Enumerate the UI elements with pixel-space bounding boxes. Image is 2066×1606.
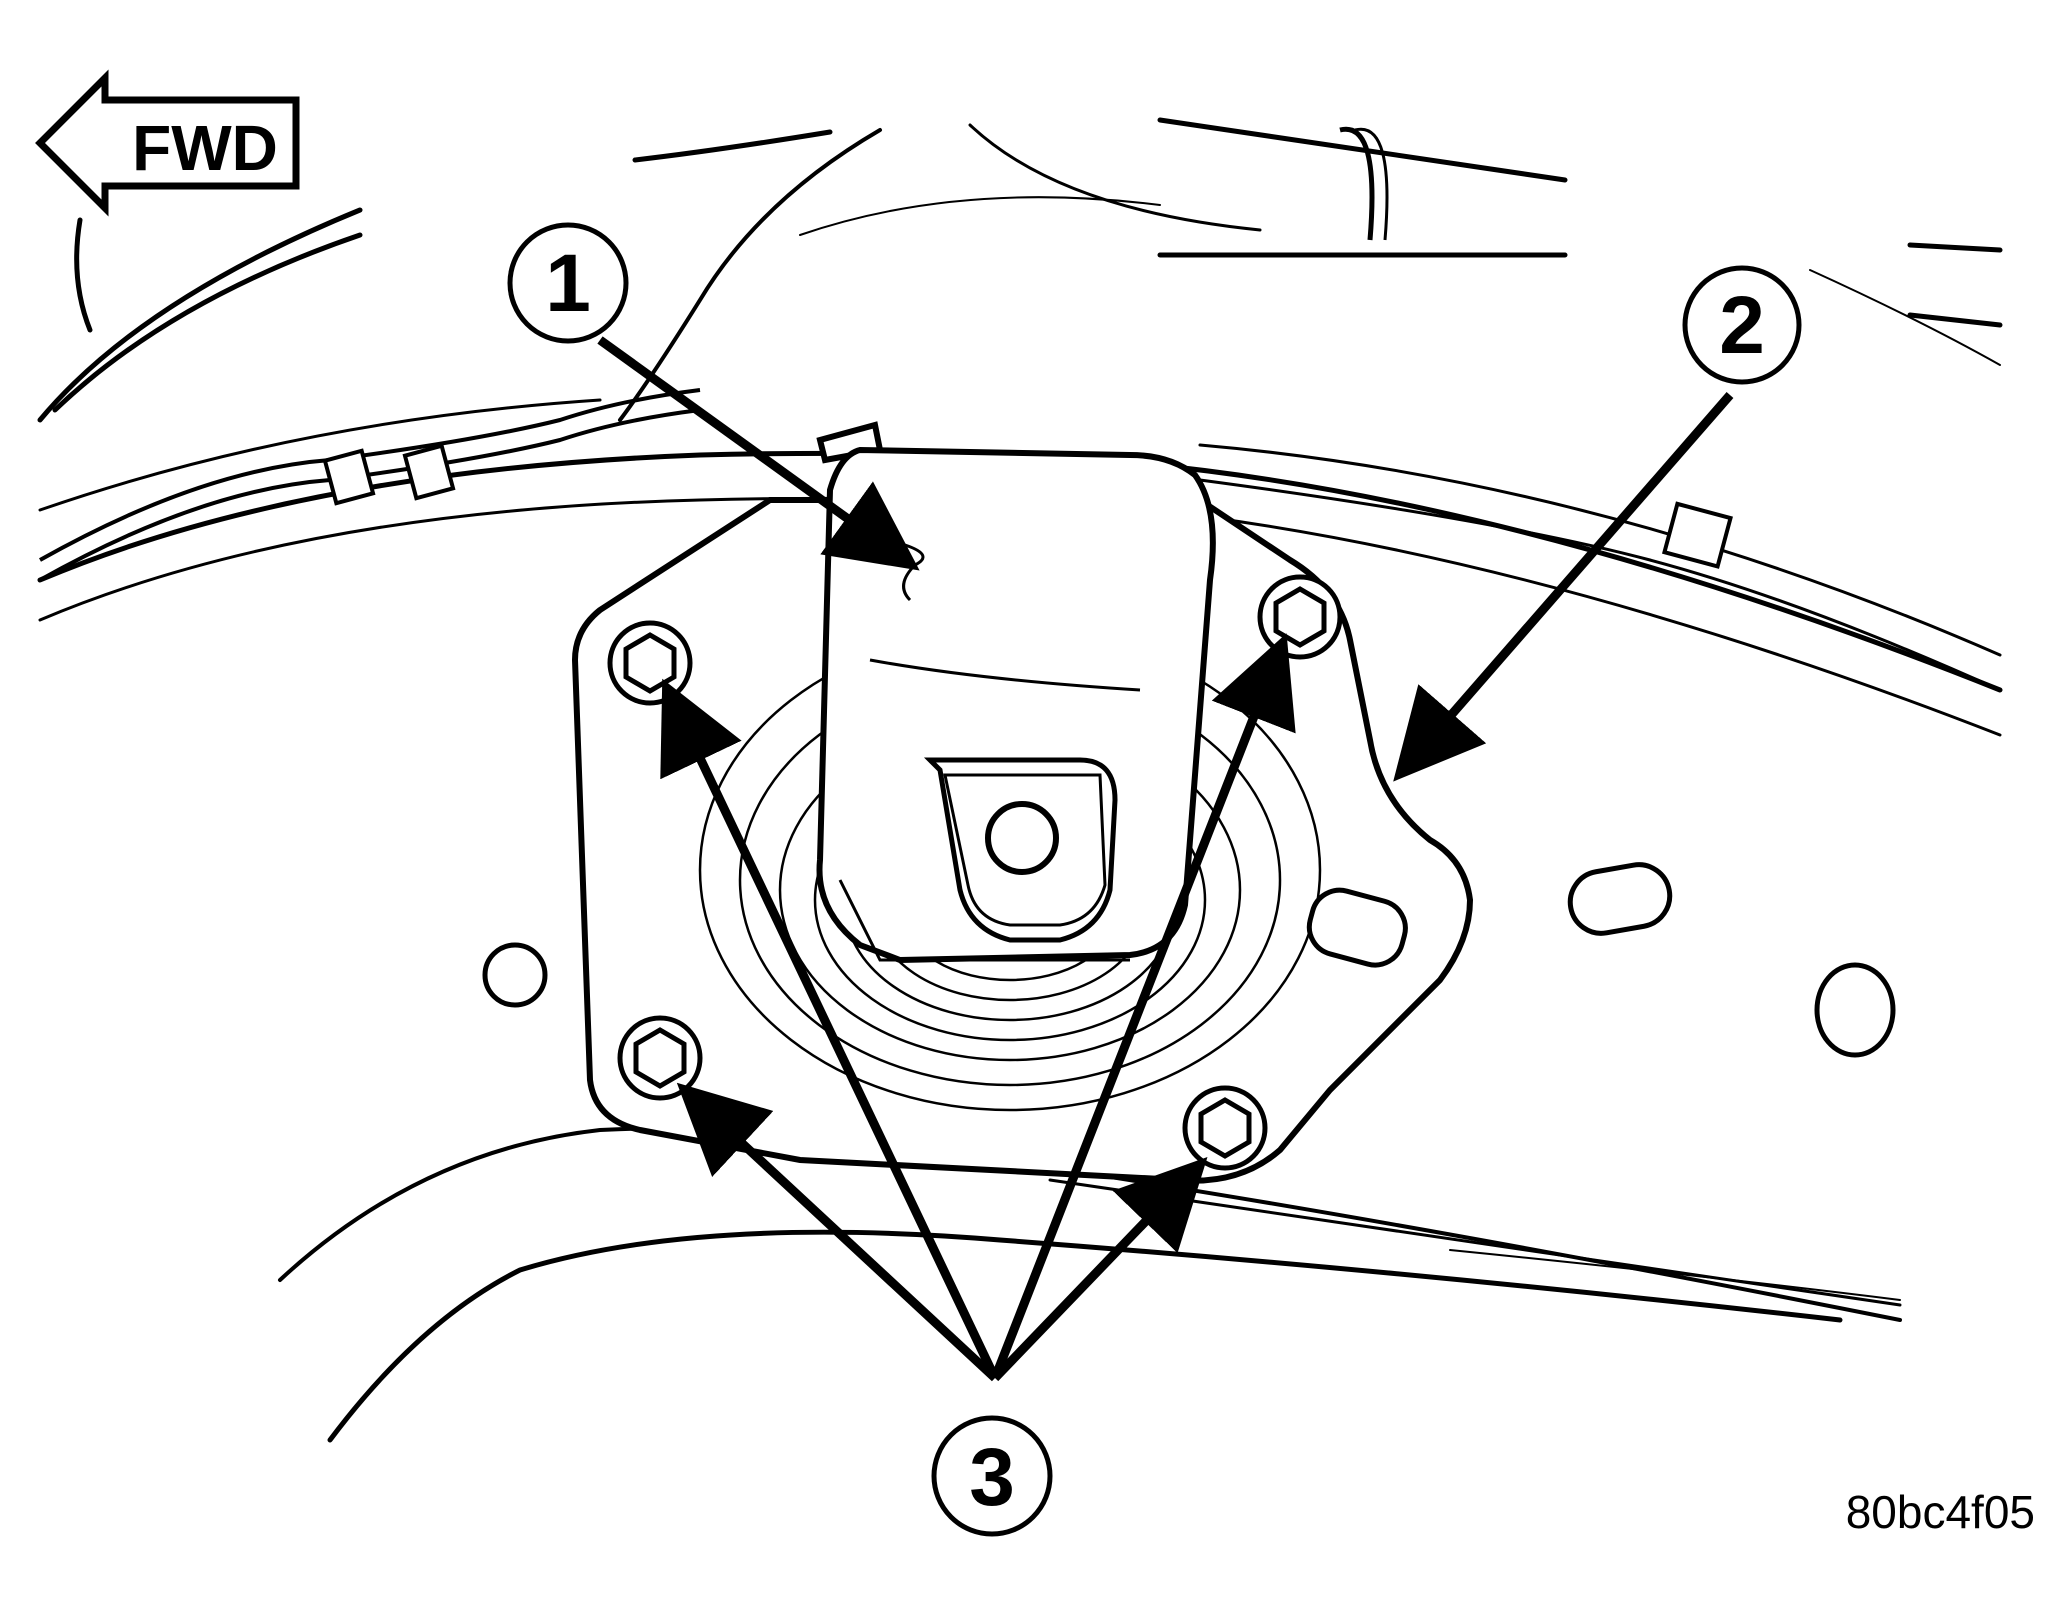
leader-3-lower-right <box>991 1157 1208 1382</box>
wiring-harness <box>39 126 2001 692</box>
leader-3-upper-left <box>660 678 1000 1380</box>
callout-2: 2 <box>1682 265 1802 385</box>
callout-2-number: 2 <box>1719 280 1765 371</box>
leader-1 <box>597 336 920 571</box>
arrow-left-icon <box>35 69 300 217</box>
bolt-upper-left <box>607 620 693 706</box>
callout-1: 1 <box>507 222 629 344</box>
bolt-lower-right <box>1182 1085 1268 1171</box>
forward-indicator: FWD <box>35 69 300 217</box>
fwd-label: FWD <box>132 112 278 184</box>
callout-3-number: 3 <box>969 1432 1015 1523</box>
leader-3-lower-left <box>676 1082 999 1382</box>
leader-3-upper-right <box>990 633 1296 1380</box>
frame-holes <box>482 862 1896 1058</box>
callout-3: 3 <box>931 1415 1053 1537</box>
leader-2 <box>1393 392 1734 782</box>
figure-id: 80bc4f05 <box>1846 1486 2035 1538</box>
mount-head <box>816 421 1216 964</box>
leader-arrows <box>597 336 1734 1382</box>
bolt-upper-right <box>1257 574 1343 660</box>
callout-1-number: 1 <box>545 238 591 329</box>
bolt-lower-left <box>617 1015 703 1101</box>
